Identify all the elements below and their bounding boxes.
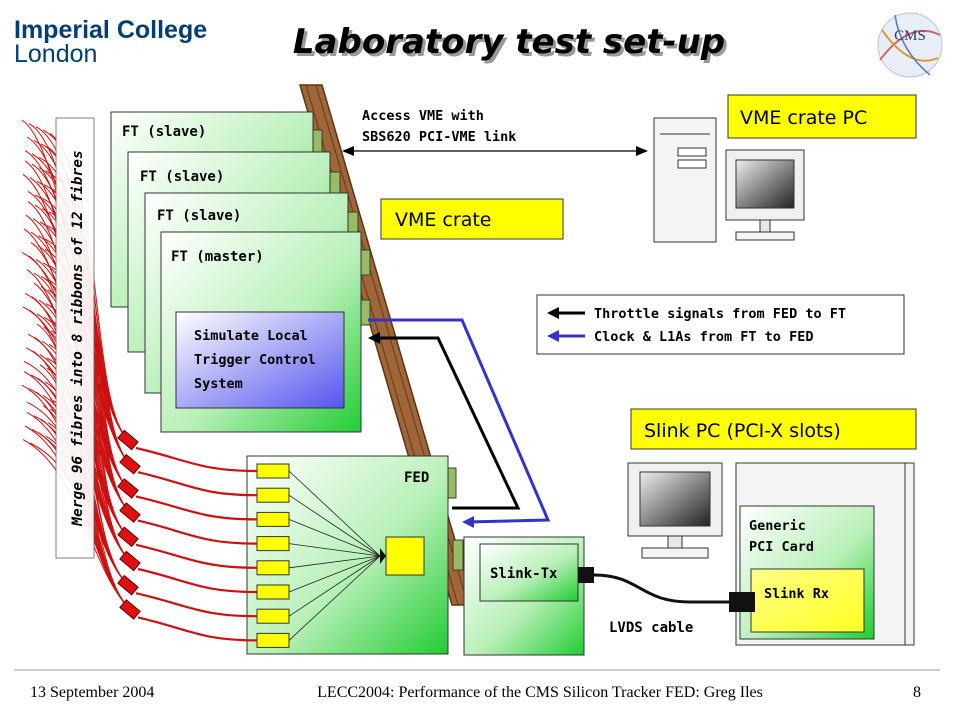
sim-line1: Simulate Local [194,328,308,344]
fed-merge-arrow [380,548,386,564]
generic-pci-card: Generic PCI Card Slink Rx [729,505,875,640]
signal-legend: Throttle signals from FED to FT Clock & … [536,294,905,355]
fed-fan-line [288,555,381,569]
fed-input-connector [256,560,290,576]
throttle-arrowhead [368,332,380,344]
simulate-ltc-box [175,311,345,409]
fed-input-connector [256,536,290,552]
ribbon-to-fed [137,616,258,642]
fed-board: FED [246,455,449,655]
ribbon-to-fed [135,495,258,521]
access-vme-line2: SBS620 PCI-VME link [362,129,516,145]
logo-line1: Imperial College [14,16,207,44]
ribbon-to-fed [135,446,258,473]
ribbon-connector [119,502,141,523]
slink-rx-label: Slink Rx [764,586,829,602]
fed-input-connector [256,463,290,479]
ft-master-board: FT (master) Simulate Local Trigger Contr… [160,231,362,433]
generic-line2: PCI Card [749,539,814,555]
fed-fan-line [288,519,381,557]
monitor-icon [627,462,723,559]
lvds-cable [593,573,729,604]
fed-fan-line [288,555,381,617]
fed-input-connectors [256,463,290,648]
ft-slave-label-2: FT (slave) [140,169,224,185]
ribbon-connector [117,574,139,596]
lvds-cable-label: LVDS cable [609,620,693,636]
fed-fpga-chip [385,536,425,576]
ribbon-connector [117,478,139,499]
imperial-logo: Imperial College London [14,16,207,68]
slink-pc-box: Slink PC (PCI-X slots) [630,408,917,450]
vme-link-arrow [342,146,648,156]
ribbon-connector [119,599,141,620]
ribbon-connector [119,453,141,475]
clock-l1a-arrowhead [462,516,474,528]
fed-fan-line [288,470,381,557]
desktop-computer-icon [653,117,805,243]
vme-crate-pc-label: VME crate PC [740,107,867,129]
slink-tx-board: Slink-Tx [463,536,594,656]
throttle-line [380,336,521,510]
fed-input-connector [256,608,290,624]
footer-page-number: 8 [913,684,921,701]
footer-date: 13 September 2004 [30,684,154,701]
fibres-label: Merge 96 fibres into 8 ribbons of 12 fib… [70,150,86,526]
fed-fan-line [288,543,381,557]
fed-fan-lines [288,470,381,641]
ft-slave-label-1: FT (slave) [122,124,206,140]
sim-line3: System [194,376,243,392]
page-title: Laboratory test set-up [293,22,725,62]
ribbon-to-fed [135,543,258,569]
ribbon-to-fed [135,592,258,618]
legend-clock-text: Clock & L1As from FT to FED [594,329,813,345]
vme-crate-label: VME crate [395,209,491,231]
access-vme-line1: Access VME with [362,108,484,124]
sim-line2: Trigger Control [194,352,316,368]
ribbon-connector [117,429,139,451]
ribbon-to-fed [137,519,258,545]
legend-throttle-text: Throttle signals from FED to FT [594,306,846,322]
cms-logo: CMS [877,12,943,78]
fed-fan-line [288,555,381,641]
ft-slave-label-3: FT (slave) [157,208,241,224]
ribbon-to-fed [137,471,258,497]
fed-fan-line [288,494,381,557]
footer-conference: LECC2004: Performance of the CMS Silicon… [317,684,763,701]
fed-input-connector [256,511,290,527]
cms-logo-text: CMS [894,28,926,44]
logo-line2: London [14,40,97,68]
fed-input-connector [256,632,290,648]
fed-input-connector [256,487,290,503]
vme-crate-box: VME crate [380,198,564,240]
slink-pc-label: Slink PC (PCI-X slots) [644,420,841,442]
fed-input-connector [256,584,290,600]
slink-rx-box [750,568,865,633]
clock-l1a-line [368,318,551,524]
ft-master-label: FT (master) [171,249,264,265]
fibres-label-box: Merge 96 fibres into 8 ribbons of 12 fib… [55,117,95,559]
vme-crate-pc-box: VME crate PC [727,94,917,139]
ribbon-connector [117,526,139,548]
generic-line1: Generic [749,518,806,534]
ribbon-to-fed [137,567,258,594]
fed-fan-line [288,555,381,593]
slink-rx-connector [729,592,755,612]
slink-tx-connector [578,567,594,583]
slink-tx-label: Slink-Tx [490,566,558,582]
ribbon-connector [119,550,141,572]
fibre-ribbon-connectors [117,429,141,620]
fed-label: FED [404,470,429,486]
title-shadow: Laboratory test set-up [296,25,728,65]
